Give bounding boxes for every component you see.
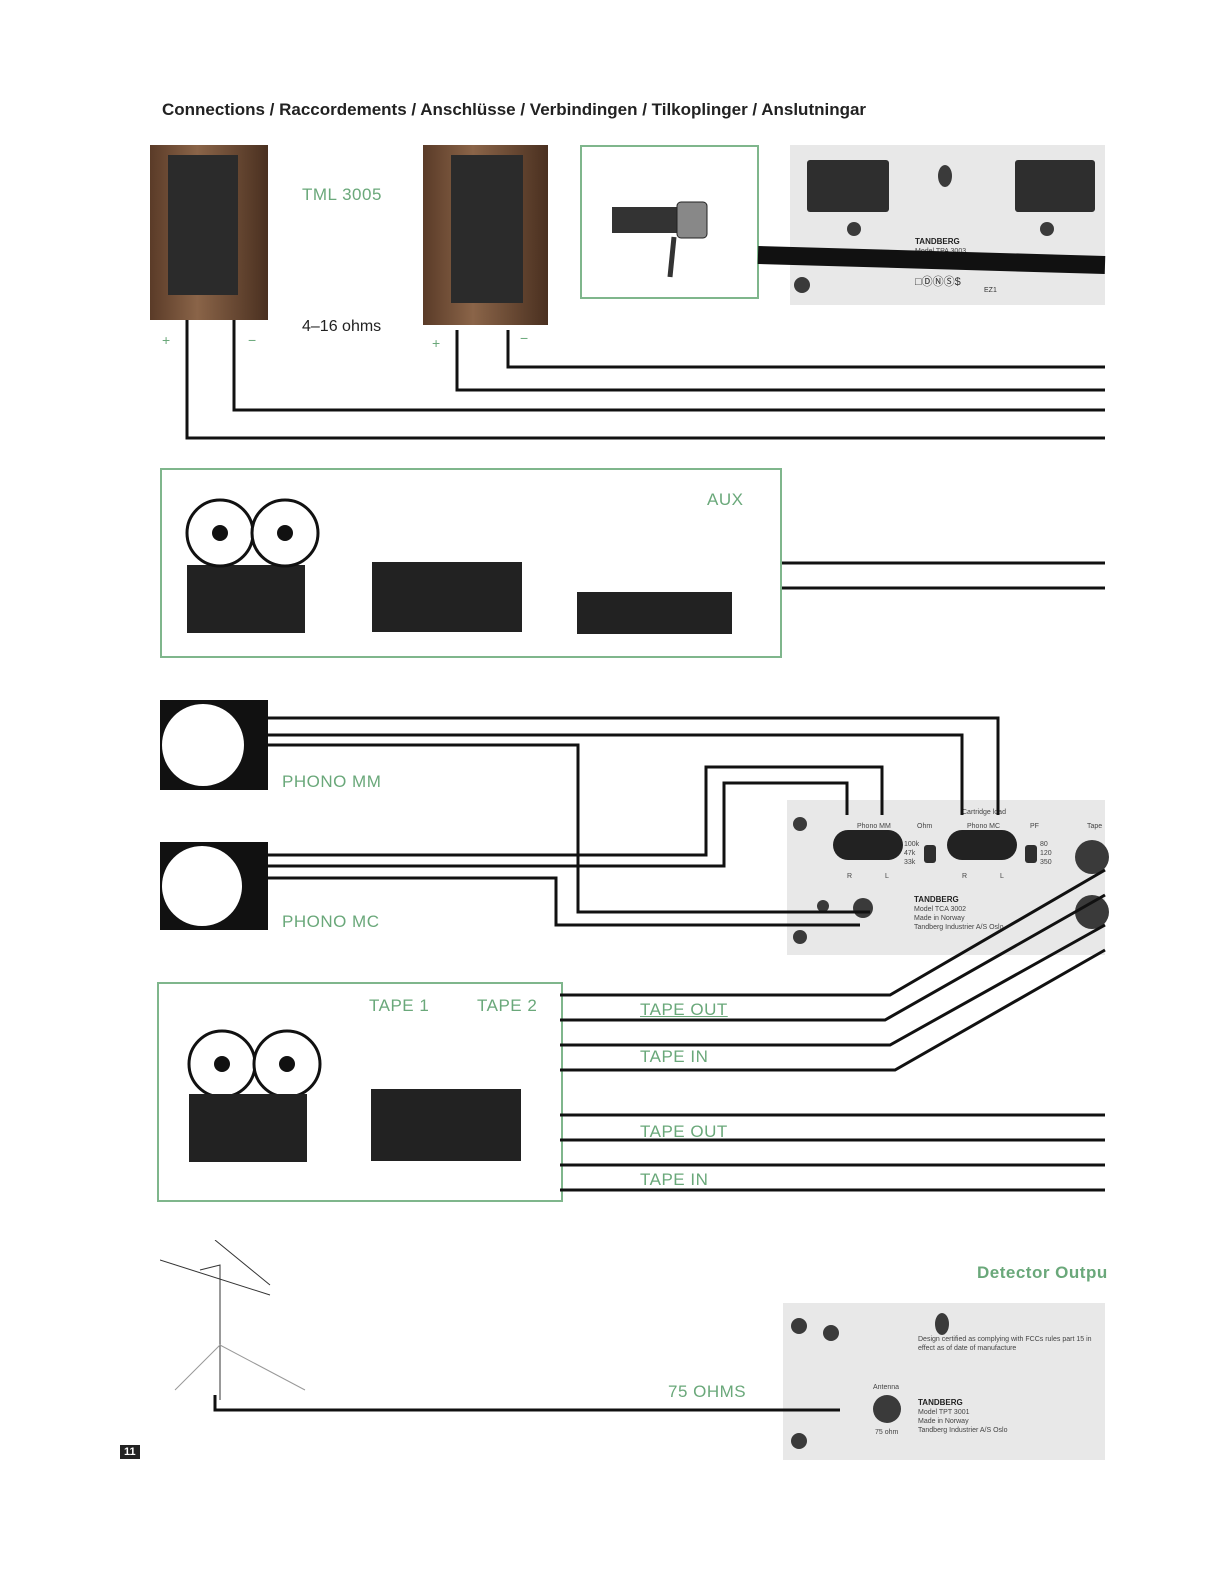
tape1-label: TAPE 1	[369, 996, 430, 1015]
phono-mm-jacks[interactable]	[833, 830, 903, 860]
ohm-47k: 47k	[904, 850, 916, 857]
ground-terminal[interactable]	[853, 898, 873, 918]
tape-jack[interactable]	[1075, 895, 1109, 929]
ohm-100k: 100k	[904, 841, 920, 848]
speaker-wire	[506, 330, 1105, 369]
phono-mm-ground	[268, 743, 870, 914]
phono-mc-text: Phono MC	[967, 823, 1001, 830]
l-label: L	[1000, 873, 1004, 880]
r-label: R	[962, 873, 968, 880]
page-title: Connections / Raccordements / Anschlüsse…	[162, 100, 867, 119]
tape2-in-label: TAPE IN	[640, 1170, 709, 1189]
tape-reels-icon	[187, 1029, 322, 1099]
phono-mm-label: PHONO MM	[282, 772, 382, 791]
pf-120: 120	[1040, 850, 1052, 857]
phono-mc-jacks[interactable]	[947, 830, 1017, 860]
right-speaker	[423, 145, 548, 325]
antenna-icon	[160, 1240, 306, 1400]
speaker-terminal-inset	[580, 145, 759, 299]
reel-tape-recorder	[189, 1094, 307, 1162]
ohm-selector-switch[interactable]	[924, 845, 936, 863]
cassette-deck	[371, 1089, 521, 1161]
model-label: Model TPA 3003	[915, 248, 967, 255]
l-label: L	[885, 873, 889, 880]
origin-label: Made in Norway	[918, 1418, 969, 1425]
origin-label: Made in Norway	[914, 915, 965, 922]
tape-jack[interactable]	[1075, 840, 1109, 874]
turntable-mm	[160, 700, 268, 790]
fuse-holder	[935, 1313, 949, 1335]
tape2-out-label: TAPE OUT	[640, 1122, 728, 1141]
cartridge-load-text: Cartridge load	[962, 809, 1006, 816]
origin-label: Made in Norway	[915, 257, 966, 264]
left-speaker	[150, 145, 268, 320]
preamp-rear-panel: Phono MM Phono MC Cartridge load Ohm PF …	[787, 800, 1109, 955]
tape1-out-label: TAPE OUT	[640, 1000, 728, 1019]
antenna-ohms-label: 75 OHMS	[668, 1382, 747, 1401]
antenna-ohm-text: 75 ohm	[875, 1429, 899, 1436]
speaker-wire	[455, 330, 1105, 392]
brand-label: TANDBERG	[914, 895, 959, 904]
left-plus-label: +	[162, 332, 171, 348]
tape-reels-icon	[185, 498, 320, 568]
aux-sources-box: AUX	[160, 468, 782, 658]
model-label: Model TPT 3001	[918, 1409, 970, 1416]
certification-marks: □ⒹⓃⓈ$	[915, 276, 961, 288]
speaker-model-label: TML 3005	[302, 185, 382, 204]
aux-wire	[782, 561, 1105, 590]
speaker-terminal-block	[1015, 160, 1095, 212]
brand-label: TANDBERG	[915, 237, 960, 246]
reel-tape-recorder	[187, 565, 305, 633]
impedance-label: 4–16 ohms	[302, 318, 382, 335]
cert-code: EZ1	[984, 287, 997, 294]
aux-label: AUX	[707, 490, 744, 509]
ohm-33k: 33k	[904, 859, 916, 866]
right-minus-label: −	[520, 330, 529, 346]
phono-mc-label: PHONO MC	[282, 912, 380, 931]
speaker-terminal-block	[807, 160, 889, 212]
brand-label: TANDBERG	[918, 1398, 963, 1407]
tuner-rear-panel: Design certified as complying with FCCs …	[783, 1303, 1105, 1460]
fcc-text: Design certified as complying with FCCs …	[918, 1336, 1092, 1352]
pf-text: PF	[1030, 823, 1039, 830]
left-minus-label: −	[248, 332, 257, 348]
tuner-device	[577, 592, 732, 634]
detector-output-label: Detector Outpu	[977, 1263, 1108, 1282]
phono-mm-text: Phono MM	[857, 823, 891, 830]
antenna-text: Antenna	[873, 1384, 900, 1391]
turntable-mc	[160, 842, 268, 930]
right-plus-label: +	[432, 335, 441, 351]
r-label: R	[847, 873, 853, 880]
tape2-label: TAPE 2	[477, 996, 538, 1015]
pf-selector-switch[interactable]	[1025, 845, 1037, 863]
maker-label: Tandberg Industrier A/S Oslo	[918, 1427, 1008, 1434]
model-label: Model TCA 3002	[914, 906, 967, 913]
speaker-wire	[185, 320, 1105, 440]
ohm-text: Ohm	[917, 823, 933, 830]
tape-recorders-box: TAPE 1 TAPE 2	[157, 982, 563, 1202]
pf-80: 80	[1040, 841, 1048, 848]
binding-post-icon	[612, 201, 708, 278]
antenna-jack[interactable]	[873, 1395, 901, 1423]
maker-label: Tandberg Industrier A/S Oslo	[914, 924, 1004, 931]
tape1-in-label: TAPE IN	[640, 1047, 709, 1066]
cassette-deck	[372, 562, 522, 632]
fuse-holder	[938, 165, 952, 187]
page-number: 11	[120, 1445, 140, 1459]
pf-350: 350	[1040, 859, 1052, 866]
tape-text: Tape	[1087, 823, 1103, 830]
